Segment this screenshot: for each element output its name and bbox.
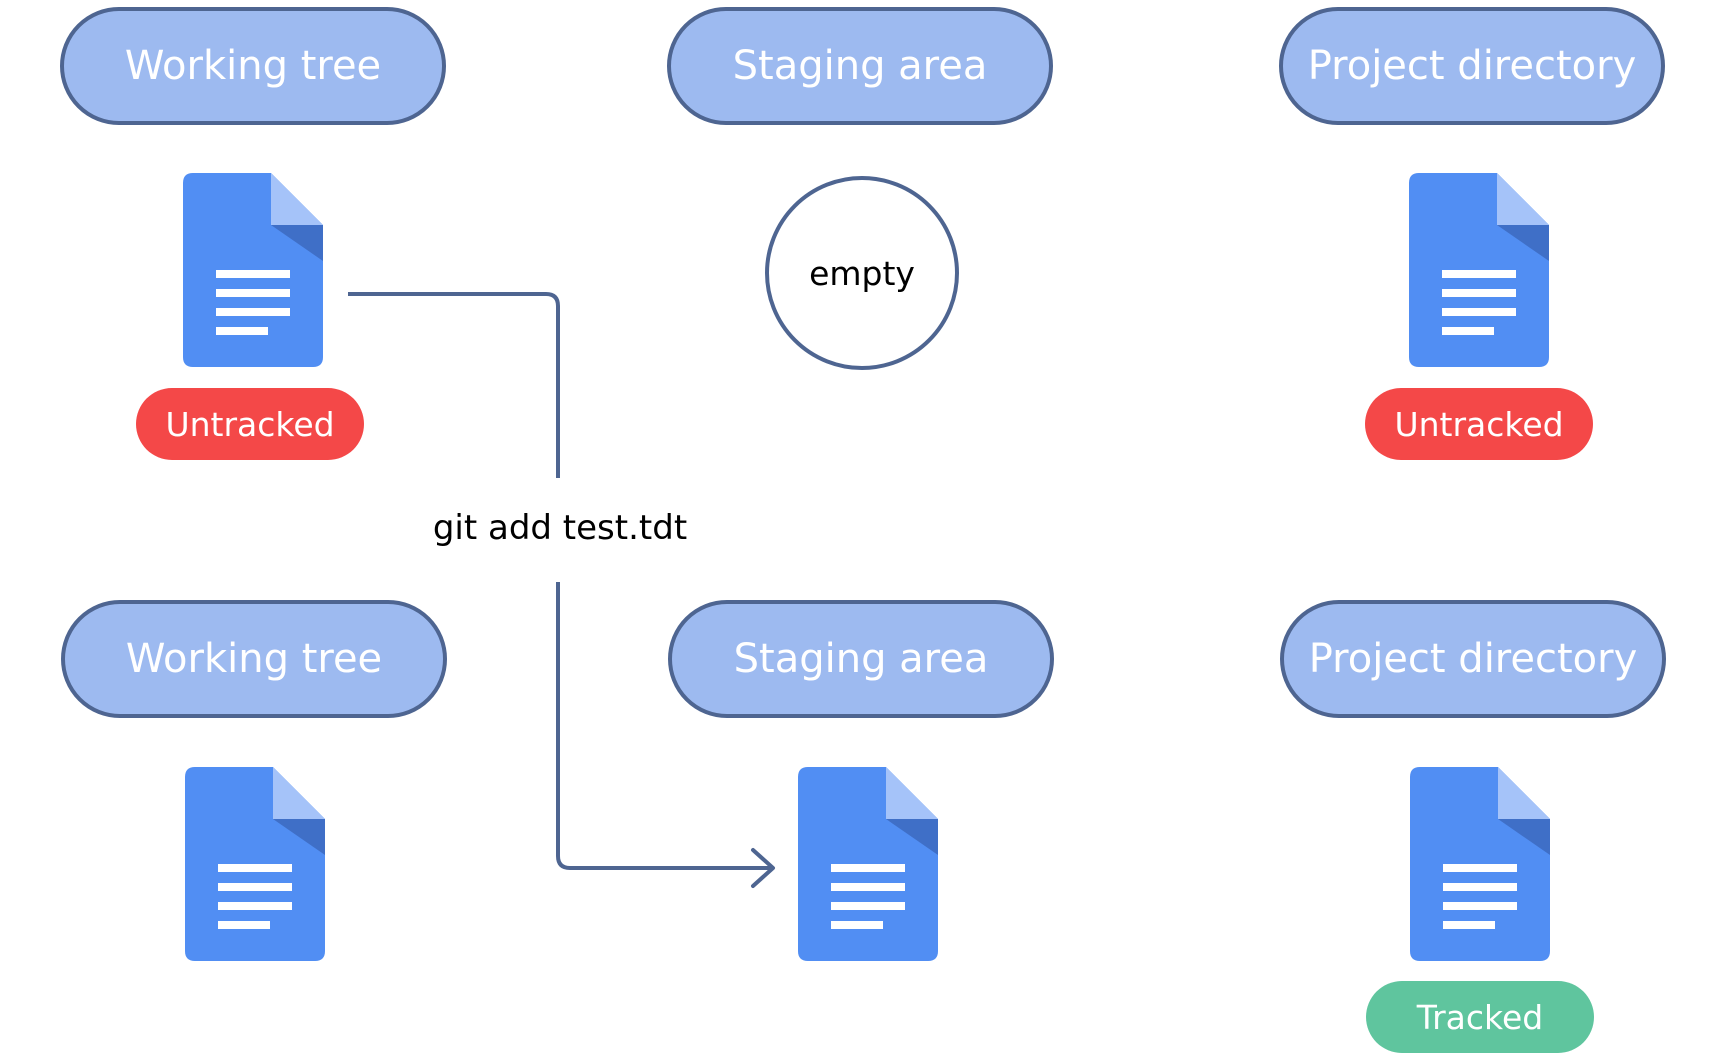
staging-empty-circle: empty <box>765 176 959 370</box>
connector-lower-segment <box>556 582 773 870</box>
staging-area-label-top: Staging area <box>667 7 1053 125</box>
arrow-right-icon <box>751 848 775 888</box>
staging-area-label-bottom: Staging area <box>668 600 1054 718</box>
document-icon <box>1410 767 1550 961</box>
connector-upper-segment <box>348 292 560 478</box>
document-icon <box>1409 173 1549 367</box>
document-icon <box>183 173 323 367</box>
untracked-badge-working-top: Untracked <box>136 388 364 460</box>
git-add-command-label: git add test.tdt <box>432 508 688 548</box>
document-icon <box>798 767 938 961</box>
untracked-badge-project-top: Untracked <box>1365 388 1593 460</box>
staging-empty-text: empty <box>809 253 915 293</box>
project-directory-label-bottom: Project directory <box>1280 600 1666 718</box>
tracked-badge-project-bottom: Tracked <box>1366 981 1594 1053</box>
working-tree-label-bottom: Working tree <box>61 600 447 718</box>
document-icon <box>185 767 325 961</box>
project-directory-label-top: Project directory <box>1279 7 1665 125</box>
working-tree-label-top: Working tree <box>60 7 446 125</box>
